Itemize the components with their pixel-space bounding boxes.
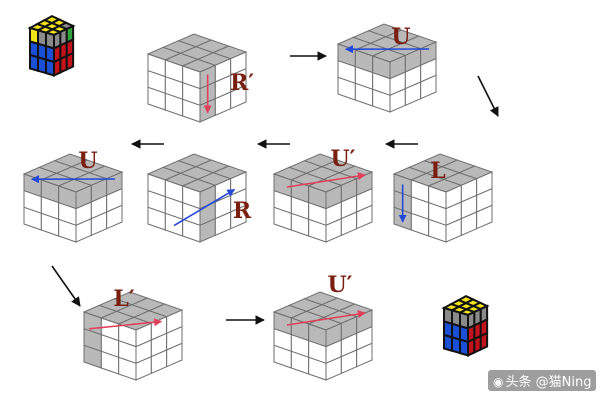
photo-left-sticker (37, 55, 47, 75)
flow-arrow-6-7 (51, 265, 81, 307)
cube-step-8: U′ (272, 272, 374, 381)
move-label: U (391, 24, 410, 50)
move-arrow (89, 318, 163, 330)
flow-arrows (51, 51, 499, 325)
photo-right-sticker (65, 51, 75, 72)
photo-left-sticker (443, 333, 453, 353)
move-arrow (286, 310, 366, 326)
right-face-sticker (230, 204, 247, 230)
move-label: R (233, 198, 252, 224)
cube-step-3: L (392, 153, 494, 243)
move-arrow (286, 172, 366, 188)
right-face-sticker (476, 204, 493, 230)
camera-icon: ◉ (493, 375, 504, 389)
right-face-sticker (166, 342, 183, 368)
cube-step-1: R′ (146, 33, 254, 123)
watermark-text: 头条 @猫Ning (505, 375, 592, 390)
move-label: U′ (328, 272, 353, 298)
photo-right-sticker (479, 331, 489, 352)
move-label: U′ (331, 146, 356, 172)
watermark: ◉头条 @猫Ning (488, 370, 597, 391)
move-label: R′ (230, 70, 254, 96)
right-face-sticker (356, 342, 373, 368)
photo-left-sticker (45, 58, 55, 77)
right-face-sticker (230, 84, 247, 110)
right-face-sticker (420, 74, 437, 100)
move-label: L (430, 158, 445, 184)
right-face-sticker (106, 204, 123, 230)
cube-step-7: L′ (82, 286, 184, 381)
photo-left-sticker (451, 335, 461, 355)
cube-step-2: U (336, 23, 438, 113)
photo-left-sticker (29, 53, 39, 73)
photo-cube-bottom-right (441, 295, 490, 357)
right-face-sticker (356, 204, 373, 230)
cube-step-6: U (22, 148, 124, 243)
photo-left-sticker (459, 338, 469, 357)
move-arrow (173, 188, 236, 227)
photo-cube-top-left (27, 15, 76, 77)
cube-step-4: U′ (272, 146, 374, 243)
cube-step-5: R (146, 153, 252, 243)
move-label: U (78, 148, 97, 174)
move-label: L′ (113, 286, 134, 312)
step-cubes: R′ U L U′ R U L′ U′ (22, 23, 494, 381)
flow-arrow-2-3 (477, 75, 499, 117)
